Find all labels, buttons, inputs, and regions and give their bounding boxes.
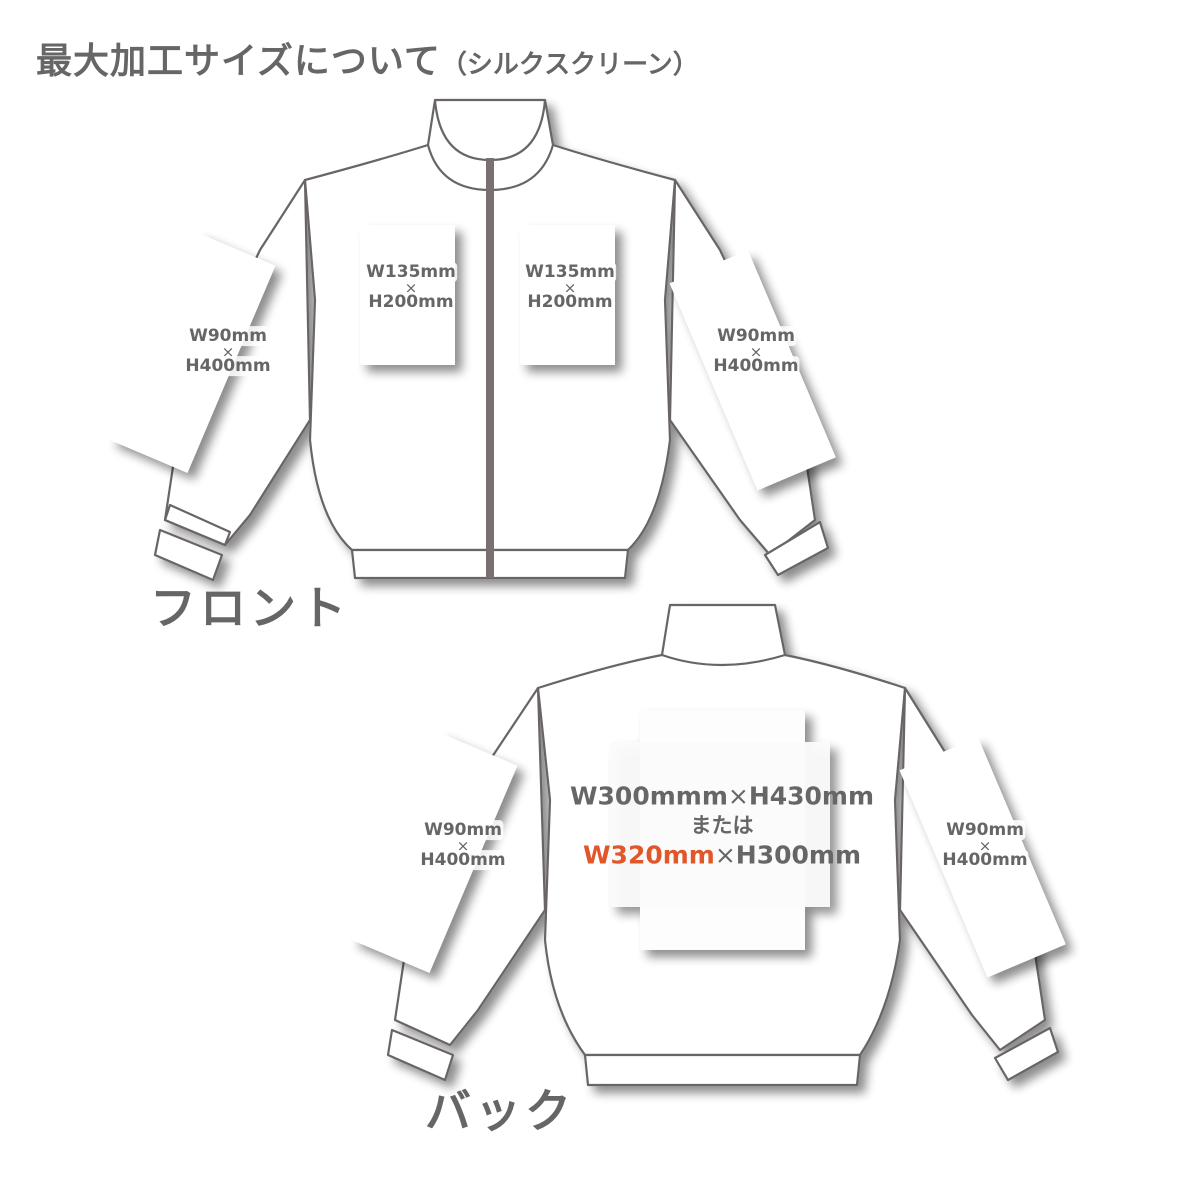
back-center-line2: または	[690, 813, 754, 838]
back-left-sleeve-label: W90mm × H400mm	[419, 820, 507, 870]
back-center-line1: W300mmm×H430mm	[569, 781, 875, 811]
front-left-sleeve-label: W90mm × H400mm	[184, 326, 272, 376]
title-sub: （シルクスクリーン）	[440, 50, 699, 80]
front-left-sleeve-area	[109, 232, 276, 473]
back-right-sleeve-label: W90mm × H400mm	[941, 820, 1029, 870]
back-center-label: W300mmm×H430mm または W320mm×H300mm	[570, 781, 874, 872]
back-center-line3: W320mm×H300mm	[582, 840, 862, 870]
front-left-chest-label: W135mm × H200mm	[365, 262, 457, 312]
back-view-label: バック	[425, 1084, 575, 1138]
back-center-area-wide	[610, 742, 830, 907]
title-main: 最大加工サイズについて	[36, 41, 441, 82]
front-right-sleeve-label: W90mm × H400mm	[712, 326, 800, 376]
zipper	[486, 158, 494, 578]
accent-width-value: W320mm	[582, 840, 715, 870]
page-title: 最大加工サイズについて（シルクスクリーン）	[36, 32, 699, 84]
front-view-label: フロント	[150, 581, 350, 635]
front-right-chest-label: W135mm × H200mm	[524, 262, 616, 312]
